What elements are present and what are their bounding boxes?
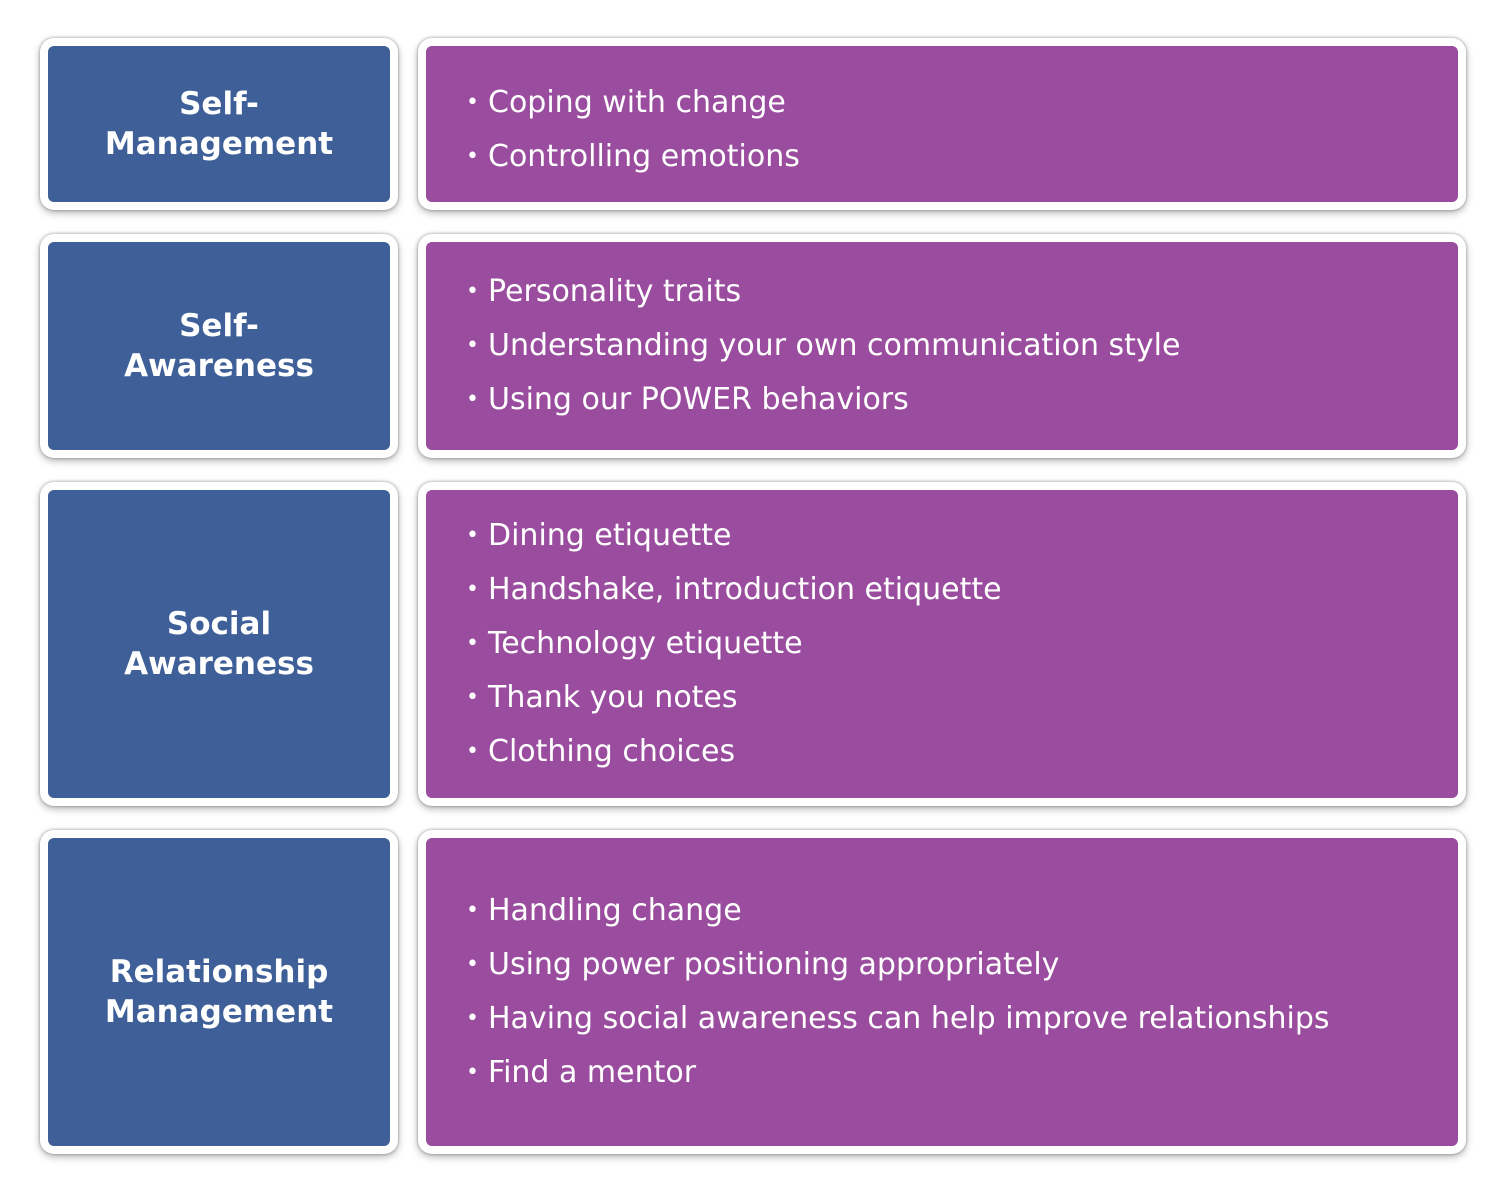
bullet-item: Having social awareness can help improve… (466, 992, 1330, 1046)
bullet-list: Personality traits Understanding your ow… (426, 265, 1180, 427)
items-box-self-management: Coping with change Controlling emotions (426, 46, 1458, 202)
category-title-line-2: Awareness (124, 646, 314, 682)
category-title: Self- Management (74, 84, 364, 164)
category-box-self-management: Self- Management (48, 46, 390, 202)
category-title-line-1: Relationship (109, 954, 329, 990)
bullet-item: Dining etiquette (466, 509, 1002, 563)
row-4-items-frame: Handling change Using power positioning … (418, 830, 1466, 1154)
category-title: Social Awareness (74, 604, 364, 684)
row-3-items-frame: Dining etiquette Handshake, introduction… (418, 482, 1466, 806)
category-box-relationship-management: Relationship Management (48, 838, 390, 1146)
category-title-line-2: Management (104, 126, 334, 162)
category-title: Self- Awareness (74, 306, 364, 386)
bullet-item: Coping with change (466, 76, 800, 130)
row-4-category-frame: Relationship Management (40, 830, 398, 1154)
bullet-item: Understanding your own communication sty… (466, 319, 1180, 373)
bullet-list: Coping with change Controlling emotions (426, 76, 800, 184)
row-2-category-frame: Self- Awareness (40, 234, 398, 458)
bullet-item: Controlling emotions (466, 130, 800, 184)
bullet-list: Dining etiquette Handshake, introduction… (426, 509, 1002, 779)
bullet-item: Technology etiquette (466, 617, 1002, 671)
items-box-social-awareness: Dining etiquette Handshake, introduction… (426, 490, 1458, 798)
row-1-category-frame: Self- Management (40, 38, 398, 210)
row-3-category-frame: Social Awareness (40, 482, 398, 806)
items-box-relationship-management: Handling change Using power positioning … (426, 838, 1458, 1146)
bullet-item: Find a mentor (466, 1046, 1330, 1100)
bullet-item: Thank you notes (466, 671, 1002, 725)
category-title-line-2: Management (104, 994, 334, 1030)
bullet-list: Handling change Using power positioning … (426, 884, 1330, 1100)
category-title-line-1: Self- (179, 308, 259, 344)
items-box-self-awareness: Personality traits Understanding your ow… (426, 242, 1458, 450)
row-2-items-frame: Personality traits Understanding your ow… (418, 234, 1466, 458)
bullet-item: Using our POWER behaviors (466, 373, 1180, 427)
category-title: Relationship Management (74, 952, 364, 1032)
bullet-item: Clothing choices (466, 725, 1002, 779)
bullet-item: Using power positioning appropriately (466, 938, 1330, 992)
bullet-item: Handshake, introduction etiquette (466, 563, 1002, 617)
category-title-line-1: Social (166, 606, 272, 642)
bullet-item: Handling change (466, 884, 1330, 938)
category-title-line-1: Self- (179, 86, 259, 122)
category-box-social-awareness: Social Awareness (48, 490, 390, 798)
category-title-line-2: Awareness (124, 348, 314, 384)
row-1-items-frame: Coping with change Controlling emotions (418, 38, 1466, 210)
bullet-item: Personality traits (466, 265, 1180, 319)
category-box-self-awareness: Self- Awareness (48, 242, 390, 450)
